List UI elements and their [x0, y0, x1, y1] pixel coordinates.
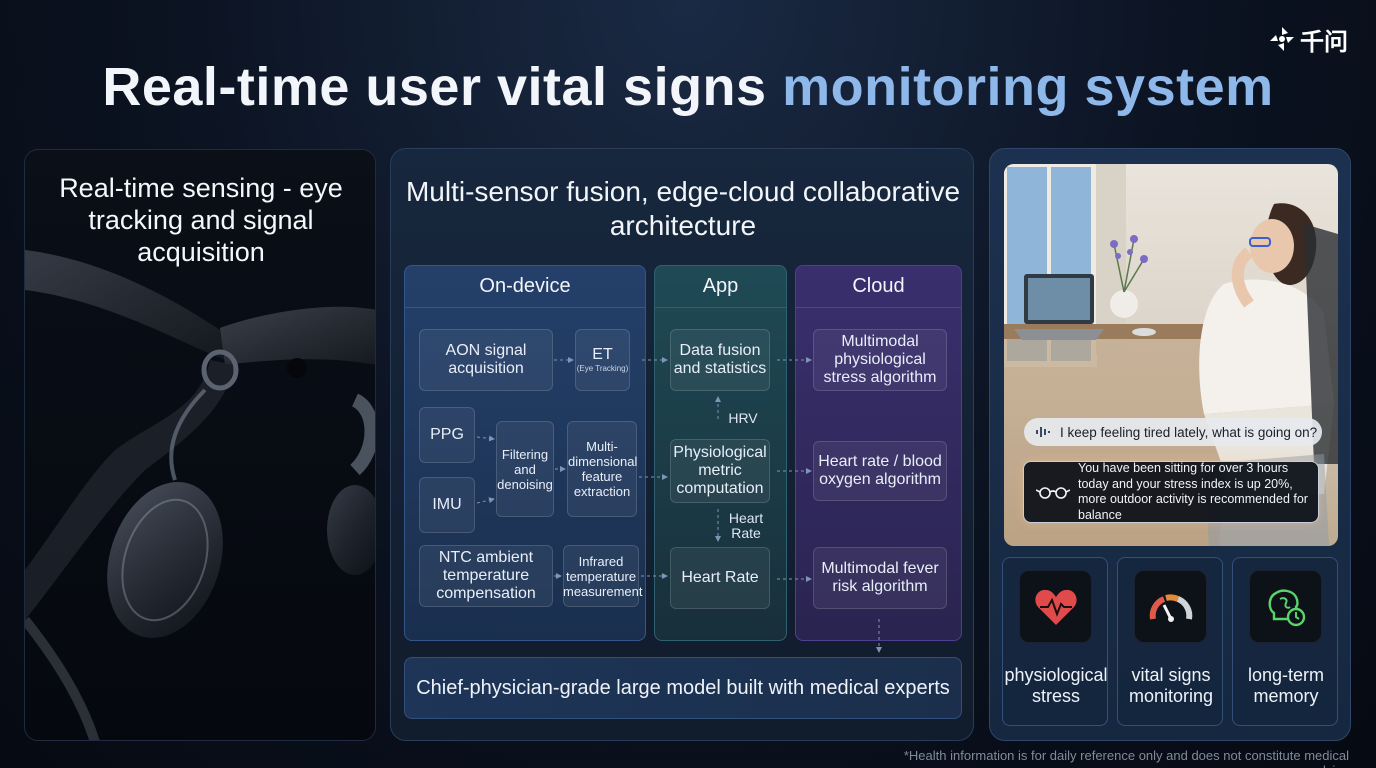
box-ntc: NTC ambient temperature compensation	[419, 545, 553, 607]
smart-glasses-illustration	[25, 250, 375, 740]
column-app: App	[654, 265, 787, 641]
sensing-title: Real-time sensing - eye tracking and sig…	[59, 173, 343, 267]
box-infrared-label: Infrared temperature measurement	[563, 553, 643, 599]
column-on-device: On-device	[404, 265, 646, 641]
box-multidim-feature: Multi-dimensional feature extraction	[567, 421, 637, 517]
box-cloud-fever: Multimodal fever risk algorithm	[813, 547, 947, 609]
feature-physiological-stress: physiological stress	[1002, 557, 1108, 726]
qwen-logo-icon	[1270, 27, 1294, 51]
feature-icon-tile	[1134, 570, 1207, 643]
column-header-on-device: On-device	[405, 266, 645, 308]
box-cloud-heart-oxygen: Heart rate / blood oxygen algorithm	[813, 441, 947, 501]
column-cloud: Cloud	[795, 265, 962, 641]
feature-icon-tile	[1019, 570, 1092, 643]
label-heart-rate: Heart Rate	[728, 510, 764, 541]
box-eye-tracking: ET (Eye Tracking)	[575, 329, 630, 391]
brand-name: 千问	[1300, 27, 1348, 56]
box-imu: IMU	[419, 477, 475, 533]
box-cloud-heart-oxygen-label: Heart rate / blood oxygen algorithm	[818, 453, 942, 488]
assistant-reply-text: You have been sitting for over 3 hours t…	[1078, 461, 1308, 522]
user-message-bubble: I keep feeling tired lately, what is goi…	[1024, 418, 1322, 446]
feature-long-term-memory: long-term memory	[1232, 557, 1338, 726]
architecture-panel: Multi-sensor fusion, edge-cloud collabor…	[390, 148, 974, 741]
title-part-white: Real-time user vital signs	[102, 57, 783, 117]
assistant-reply-bubble: You have been sitting for over 3 hours t…	[1023, 461, 1319, 523]
medical-disclaimer: *Health information is for daily referen…	[903, 748, 1349, 768]
box-filtering-label: Filtering and denoising	[497, 446, 553, 492]
architecture-title: Multi-sensor fusion, edge-cloud collabor…	[405, 176, 961, 241]
box-cloud-stress-label: Multimodal physiological stress algorith…	[823, 333, 937, 386]
assistant-panel: I keep feeling tired lately, what is goi…	[989, 148, 1351, 741]
label-hrv: HRV	[728, 410, 758, 426]
feature-icon-tile	[1249, 570, 1322, 643]
box-et-label: ET	[592, 346, 613, 363]
box-ntc-label: NTC ambient temperature compensation	[436, 549, 536, 602]
heart-pulse-icon	[1034, 589, 1077, 625]
user-photo: I keep feeling tired lately, what is goi…	[1004, 164, 1338, 546]
gauge-icon	[1149, 593, 1192, 622]
title-part-blue: monitoring system	[782, 57, 1274, 117]
box-aon-signal-label: AON signal acquisition	[445, 342, 527, 377]
user-message-text: I keep feeling tired lately, what is goi…	[1060, 424, 1318, 440]
column-header-app: App	[655, 266, 786, 308]
box-ppg-label: PPG	[430, 426, 464, 443]
box-aon-signal: AON signal acquisition	[419, 329, 553, 391]
box-infrared: Infrared temperature measurement	[563, 545, 643, 607]
box-heart-rate-label: Heart Rate	[681, 569, 759, 586]
box-cloud-stress: Multimodal physiological stress algorith…	[813, 329, 947, 391]
page-title: Real-time user vital signs monitoring sy…	[0, 56, 1376, 118]
box-data-fusion-label: Data fusion and statistics	[673, 342, 767, 377]
column-header-cloud: Cloud	[796, 266, 961, 308]
box-physiological-metric-label: Physiological metric computation	[673, 444, 767, 497]
feature-label: physiological stress	[1004, 665, 1108, 706]
box-data-fusion: Data fusion and statistics	[670, 329, 770, 391]
brand-logo: 千问	[1268, 24, 1348, 56]
box-heart-rate: Heart Rate	[670, 547, 770, 609]
feature-label: vital signs monitoring	[1128, 665, 1214, 706]
voice-wave-icon	[1036, 427, 1050, 437]
box-cloud-fever-label: Multimodal fever risk algorithm	[821, 560, 939, 595]
box-physiological-metric: Physiological metric computation	[670, 439, 770, 503]
medical-model-bar: Chief-physician-grade large model built …	[404, 657, 962, 719]
feature-vital-signs: vital signs monitoring	[1117, 557, 1223, 726]
feature-label: long-term memory	[1247, 665, 1325, 706]
box-ppg: PPG	[419, 407, 475, 463]
brain-clock-icon	[1268, 588, 1305, 626]
glasses-icon	[1036, 487, 1070, 499]
box-multidim-label: Multi-dimensional feature extraction	[568, 439, 638, 499]
box-filtering: Filtering and denoising	[496, 421, 554, 517]
box-imu-label: IMU	[432, 496, 462, 513]
sensing-panel: Real-time sensing - eye tracking and sig…	[24, 149, 376, 741]
box-et-sublabel: (Eye Tracking)	[576, 364, 629, 373]
